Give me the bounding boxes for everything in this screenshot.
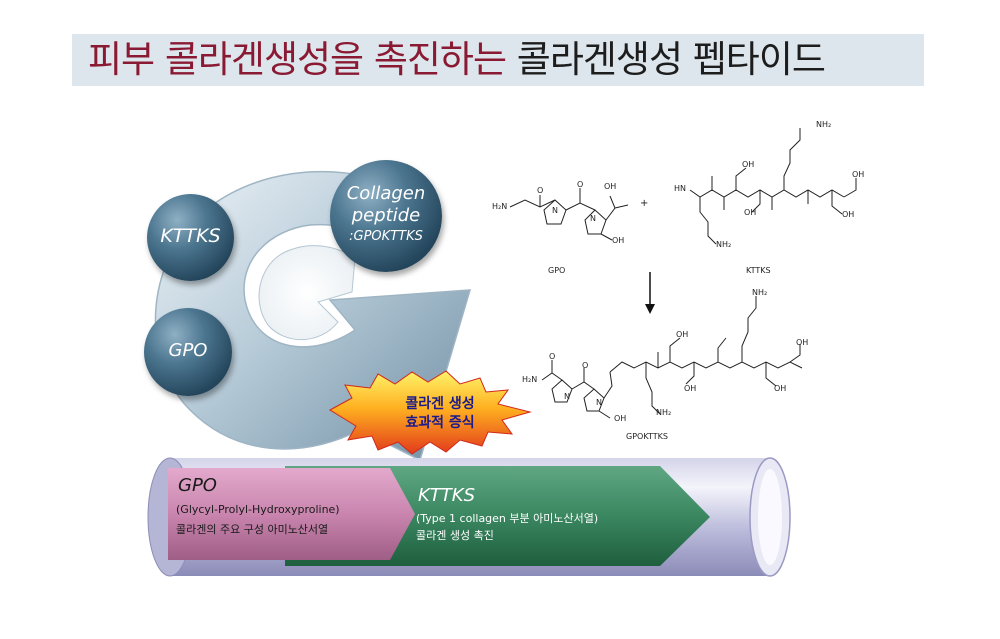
atom-label: OH bbox=[684, 384, 697, 393]
sphere-collagen-line2: peptide bbox=[351, 205, 421, 226]
atom-label: OH bbox=[742, 160, 755, 169]
title-background bbox=[72, 34, 924, 86]
atom-label: N bbox=[552, 206, 558, 215]
atom-label: OH bbox=[842, 210, 855, 219]
kttks-band-title: KTTKS bbox=[418, 485, 476, 506]
sphere-collagen-peptide bbox=[330, 160, 442, 272]
atom-label: OH bbox=[774, 384, 787, 393]
sphere-gpo bbox=[144, 308, 232, 396]
gpokttks-struct-label: GPOKTTKS bbox=[626, 432, 668, 441]
page-title: 피부 콜라겐생성을 촉진하는 콜라겐생성 펩타이드 bbox=[88, 38, 826, 82]
atom-label: N bbox=[596, 398, 602, 407]
atom-label: NH₂ bbox=[752, 288, 768, 297]
atom-label: OH bbox=[796, 338, 809, 347]
atom-label: HN bbox=[674, 184, 686, 193]
atom-label: O bbox=[577, 180, 584, 189]
atom-label: OH bbox=[744, 208, 757, 217]
sphere-kttks bbox=[147, 194, 234, 281]
sphere-gpo-label: GPO bbox=[168, 340, 208, 361]
atom-label: H₂N bbox=[492, 202, 508, 211]
gpokttks-structure bbox=[541, 296, 803, 419]
burst-line-1: 콜라겐 생성 bbox=[405, 396, 475, 412]
atom-label: NH₂ bbox=[656, 408, 672, 417]
atom-label: O bbox=[537, 186, 544, 195]
atom-label: H₂N bbox=[522, 375, 538, 384]
atom-label: OH bbox=[604, 182, 617, 191]
atom-label: N bbox=[590, 214, 596, 223]
atom-label: OH bbox=[852, 170, 865, 179]
atom-label: NH₂ bbox=[716, 240, 732, 249]
kttks-band-subtitle: (Type 1 collagen 부분 아미노산서열) bbox=[416, 512, 599, 525]
gpo-band bbox=[168, 468, 415, 560]
sphere-collagen-line3: :GPOKTTKS bbox=[349, 229, 423, 244]
title-highlight: 피부 콜라겐생성을 촉진하는 bbox=[88, 38, 507, 81]
gpo-band-title: GPO bbox=[178, 475, 217, 496]
plus-sign: + bbox=[640, 198, 649, 209]
arrow-inner-hole bbox=[258, 245, 356, 341]
sphere-kttks-label: KTTKS bbox=[160, 225, 221, 247]
atom-label: OH bbox=[676, 330, 689, 339]
title-rest: 콜라겐생성 펩타이드 bbox=[516, 38, 826, 81]
sphere-collagen-line1: Collagen bbox=[346, 183, 426, 204]
kttks-band-description: 콜라겐 생성 촉진 bbox=[416, 529, 494, 542]
burst-line-2: 효과적 증식 bbox=[405, 415, 475, 431]
kttks-structure bbox=[689, 128, 857, 245]
atom-label: O bbox=[549, 352, 556, 361]
atom-label: N bbox=[564, 392, 570, 401]
gpo-struct-label: GPO bbox=[548, 266, 566, 275]
burst-label: 콜라겐 생성 효과적 증식 bbox=[370, 395, 510, 433]
atom-label: O bbox=[582, 361, 589, 370]
burst-star bbox=[329, 370, 532, 455]
gpo-band-description: 콜라겐의 주요 구성 아미노산서열 bbox=[176, 523, 329, 536]
atom-label: NH₂ bbox=[816, 120, 832, 129]
atom-label: OH bbox=[614, 414, 627, 423]
gpo-band-subtitle: (Glycyl-Prolyl-Hydroxyproline) bbox=[176, 503, 340, 516]
kttks-struct-label: KTTKS bbox=[746, 266, 771, 275]
gpo-structure bbox=[509, 188, 629, 241]
atom-label: OH bbox=[612, 236, 625, 245]
